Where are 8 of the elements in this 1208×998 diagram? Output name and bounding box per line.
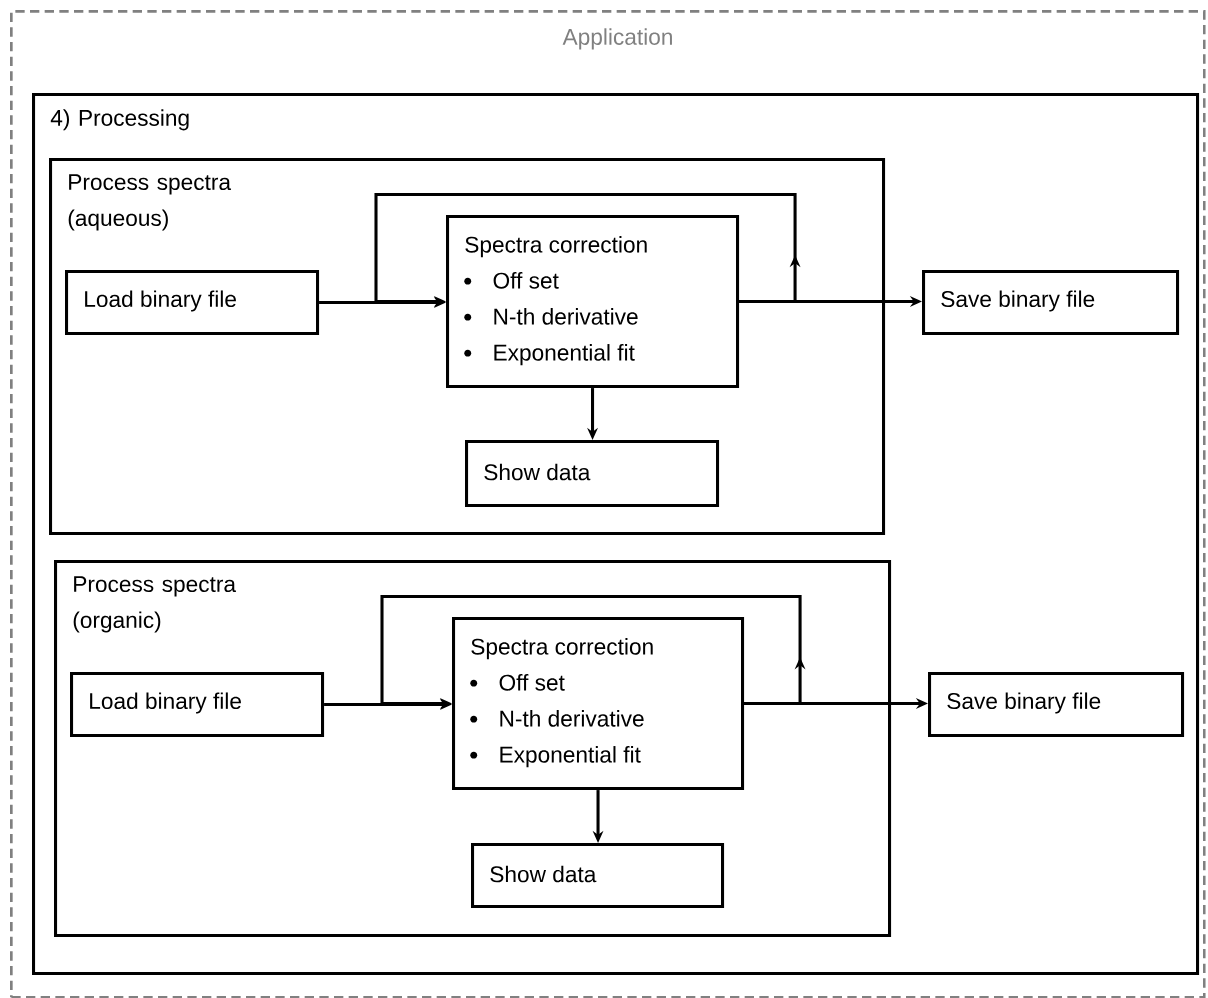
process-box: Load binary file xyxy=(65,270,320,336)
process-box: Show data xyxy=(471,843,725,909)
process-box: Spectra correction Off set N-th derivative Exponential fit xyxy=(446,215,740,389)
process-box: Load binary file xyxy=(70,672,325,738)
process-box: Save binary file xyxy=(928,672,1185,738)
process-box: Spectra correction Off set N-th derivative Exponential fit xyxy=(452,617,745,791)
process-box: Save binary file xyxy=(922,270,1180,336)
process-box: Show data xyxy=(465,440,720,508)
